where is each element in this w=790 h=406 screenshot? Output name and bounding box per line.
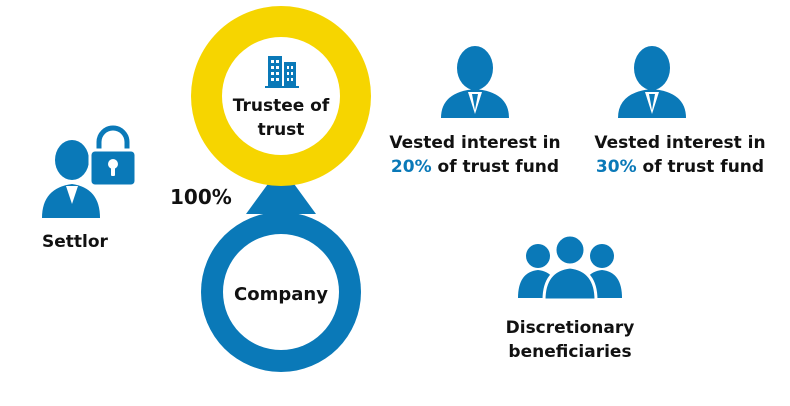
beneficiary-1-rest: of trust fund: [431, 157, 560, 177]
trustee-label: Trustee of trust: [221, 94, 341, 142]
beneficiary-2-line1: Vested interest in: [594, 133, 766, 153]
settlor-label: Settlor: [42, 232, 108, 252]
padlock-icon: [88, 125, 138, 188]
group-icon: [518, 233, 622, 302]
beneficiary-2-label: Vested interest in 30% of trust fund: [590, 131, 770, 179]
beneficiary-2-percentage: 30%: [595, 157, 637, 177]
ownership-percentage: 100%: [170, 185, 232, 209]
settlor-person-icon: [42, 140, 100, 218]
beneficiary-2-person-icon: [618, 46, 686, 118]
beneficiary-2-line2: 30% of trust fund: [590, 155, 770, 179]
company-ring: [201, 166, 361, 372]
discretionary-label: Discretionary beneficiaries: [495, 316, 645, 364]
trustee-ring: [191, 6, 371, 186]
beneficiary-1-line2: 20% of trust fund: [385, 155, 565, 179]
building-icon: [265, 56, 299, 88]
discretionary-line2: beneficiaries: [508, 342, 632, 362]
trustee-label-line1: Trustee of: [232, 96, 330, 116]
beneficiary-1-percentage: 20%: [390, 157, 432, 177]
beneficiary-2-rest: of trust fund: [636, 157, 765, 177]
discretionary-line1: Discretionary: [505, 318, 635, 338]
beneficiary-1-person-icon: [441, 46, 509, 118]
beneficiary-1-label: Vested interest in 20% of trust fund: [385, 131, 565, 179]
trustee-label-line2: trust: [257, 120, 305, 140]
beneficiary-1-line1: Vested interest in: [389, 133, 561, 153]
company-label: Company: [234, 284, 328, 305]
